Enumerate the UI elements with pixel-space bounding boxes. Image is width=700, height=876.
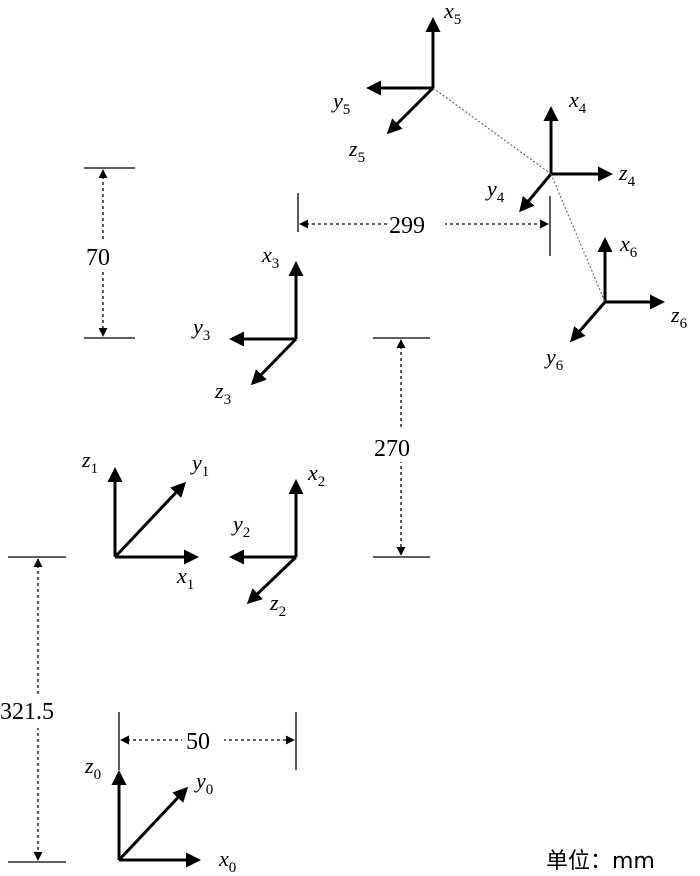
frame-5: x5 y5 z5 (331, 0, 461, 166)
frame-3-z-axis (250, 337, 298, 386)
frame-6-y-axis (570, 301, 607, 343)
frame-0-z-label: z0 (84, 753, 101, 783)
frame-0: x0 z0 y0 (84, 753, 236, 876)
frame-5-y-label: y5 (331, 88, 350, 118)
frame-3-x-label: x3 (261, 242, 279, 272)
frame-6-x-label: x6 (619, 231, 638, 261)
frame-2-z-axis (246, 555, 298, 605)
frame-2-z-label: z2 (269, 590, 286, 620)
dimension-70-label: 70 (86, 245, 110, 271)
frame-0-y-label: y0 (194, 768, 213, 798)
frame-4-y-label: y4 (485, 176, 505, 206)
link-frame4-frame6 (550, 173, 606, 303)
frame-0-x-label: x0 (218, 846, 236, 876)
unit-label: 单位：mm (546, 849, 655, 874)
frame-2: x2 y2 z2 (229, 460, 325, 620)
frame-3-z-label: z3 (214, 378, 231, 408)
frame-5-x-label: x5 (443, 0, 461, 28)
frame-1-z-label: z1 (81, 447, 98, 477)
dimension-270-label: 270 (374, 436, 410, 462)
frame-6: x6 z6 y6 (544, 231, 688, 374)
frame-1: x1 z1 y1 (81, 447, 209, 593)
dimension-321-5-label: 321.5 (0, 699, 54, 725)
dimension-70: 70 (82, 167, 135, 339)
frame-6-z-label: z6 (670, 302, 688, 332)
frame-1-y-label: y1 (190, 450, 209, 480)
dimension-270: 270 (372, 337, 430, 558)
frame-4-x-label: x4 (568, 87, 587, 117)
frame-2-x-label: x2 (307, 460, 325, 490)
link-frame5-frame4 (432, 87, 552, 175)
dimension-270-label-bg (372, 430, 430, 462)
frame-5-z-label: z5 (348, 136, 365, 166)
frame-1-x-label: x1 (176, 563, 194, 593)
dimension-299-label: 299 (389, 213, 425, 239)
frame-3-y-label: y3 (191, 314, 210, 344)
frame-4: x4 z4 y4 (485, 87, 636, 213)
dimension-70-label-bg (82, 240, 126, 272)
dimension-50-label: 50 (186, 729, 210, 755)
dimension-321-5-label-bg (0, 694, 72, 728)
frame-4-y-axis (519, 173, 553, 213)
frame-6-y-label: y6 (544, 344, 564, 374)
frame-2-y-label: y2 (231, 511, 250, 541)
frame-3: x3 y3 z3 (191, 242, 304, 408)
frame-1-y-axis (113, 481, 187, 559)
dimension-321-5: 321.5 (0, 556, 72, 863)
frame-4-z-label: z4 (618, 160, 636, 190)
dimension-299-label-bg (387, 208, 445, 240)
frame-5-z-axis (386, 86, 435, 135)
dimension-50-label-bg (182, 724, 224, 754)
frame-0-y-axis (117, 786, 189, 862)
dimension-299: 299 (297, 193, 551, 256)
dimension-50: 50 (118, 712, 297, 770)
